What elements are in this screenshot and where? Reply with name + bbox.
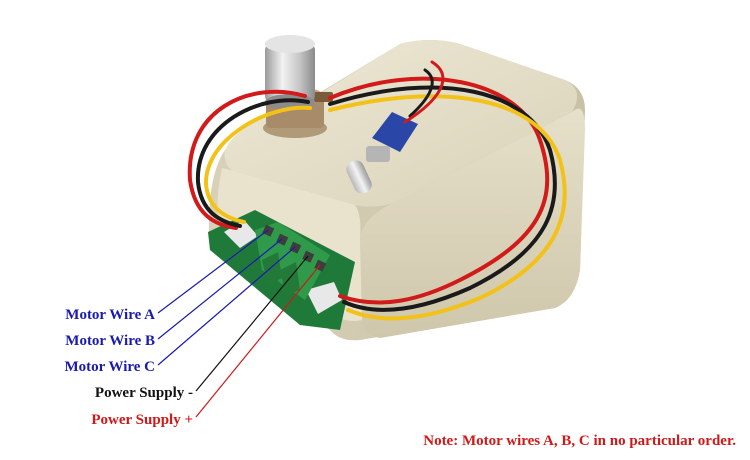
knob	[265, 35, 315, 110]
wires	[187, 60, 567, 321]
leader-line-motor-b	[157, 238, 283, 340]
terminal-block	[255, 222, 330, 300]
leader-line-motor-a	[157, 229, 269, 314]
label-motor-wire-b: Motor Wire B	[65, 333, 155, 349]
label-power-supply-plus: Power Supply +	[91, 412, 193, 428]
leader-line-motor-c	[157, 246, 296, 366]
label-motor-wire-a: Motor Wire A	[65, 307, 155, 323]
label-motor-wire-c: Motor Wire C	[64, 359, 155, 375]
leader-line-power-plus	[195, 264, 321, 418]
leader-lines	[157, 229, 321, 418]
leader-line-power-minus	[195, 255, 309, 392]
note-text: Note: Motor wires A, B, C in no particul…	[423, 433, 736, 449]
label-power-supply-minus: Power Supply -	[94, 385, 193, 401]
